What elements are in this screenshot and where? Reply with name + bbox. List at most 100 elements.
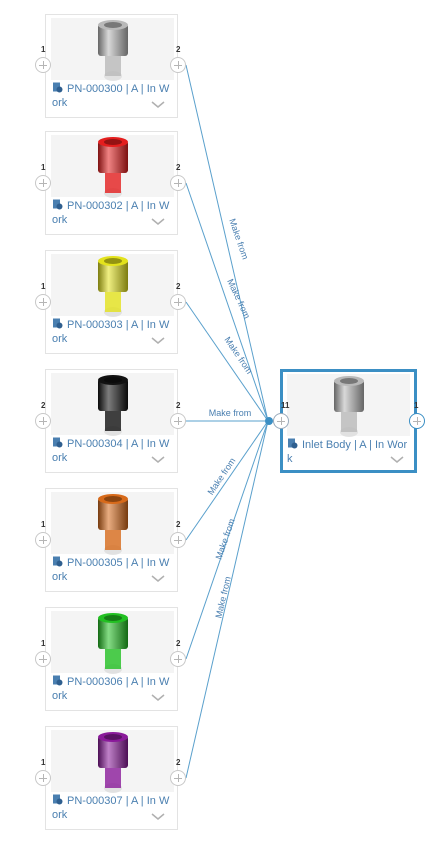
link-label: Make from (222, 335, 254, 376)
part-label-text: PN-000304 | A | In Work (52, 438, 170, 464)
input-port[interactable] (35, 413, 51, 429)
part-label-text: PN-000306 | A | In Work (52, 676, 170, 702)
input-count: 1 (41, 282, 46, 291)
part-label[interactable]: PN-000305 | A | In Work (52, 556, 172, 584)
output-port[interactable] (170, 532, 186, 548)
link-junction (265, 417, 273, 425)
part-label[interactable]: PN-000306 | A | In Work (52, 675, 172, 703)
fitting-shape (98, 494, 128, 555)
part-icon (52, 556, 63, 567)
output-count: 2 (176, 45, 181, 54)
link-label: Make from (214, 517, 237, 560)
target-input-count: 11 (281, 401, 290, 410)
part-label-text: PN-000302 | A | In Work (52, 200, 170, 226)
part-label[interactable]: PN-000300 | A | In Work (52, 82, 172, 110)
part-icon (52, 437, 63, 448)
input-port[interactable] (35, 532, 51, 548)
fitting-shape (98, 613, 128, 674)
output-port[interactable] (170, 57, 186, 73)
chevron-down-icon[interactable] (151, 218, 165, 226)
part-icon (52, 318, 63, 329)
make-from-link[interactable] (185, 420, 269, 660)
part-icon (52, 82, 63, 93)
part-label-text: Inlet Body | A | In Work (287, 439, 408, 465)
chevron-down-icon[interactable] (151, 456, 165, 464)
input-count: 1 (41, 45, 46, 54)
output-port[interactable] (170, 651, 186, 667)
part-node-pn-000302[interactable]: PN-000302 | A | In Work (45, 131, 178, 235)
part-node-pn-000304[interactable]: PN-000304 | A | In Work (45, 369, 178, 473)
output-port[interactable] (170, 294, 186, 310)
input-count: 1 (41, 758, 46, 767)
part-thumbnail (51, 373, 174, 436)
chevron-down-icon[interactable] (151, 813, 165, 821)
input-port[interactable] (35, 294, 51, 310)
part-label[interactable]: PN-000304 | A | In Work (52, 437, 172, 465)
part-icon (52, 794, 63, 805)
input-port[interactable] (35, 770, 51, 786)
chevron-down-icon[interactable] (151, 337, 165, 345)
target-output-port[interactable] (409, 413, 425, 429)
part-label[interactable]: PN-000307 | A | In Work (52, 794, 172, 822)
part-label-text: PN-000307 | A | In Work (52, 795, 170, 821)
input-port[interactable] (35, 175, 51, 191)
part-label[interactable]: Inlet Body | A | In Work (287, 438, 411, 466)
part-icon (52, 675, 63, 686)
part-thumbnail (51, 611, 174, 674)
chevron-down-icon[interactable] (151, 575, 165, 583)
output-count: 2 (176, 758, 181, 767)
make-from-link[interactable] (185, 420, 269, 779)
make-from-link[interactable] (185, 420, 269, 541)
chevron-down-icon[interactable] (151, 694, 165, 702)
part-thumbnail (51, 18, 174, 81)
fitting-shape (98, 375, 128, 436)
output-count: 2 (176, 639, 181, 648)
link-label: Make from (225, 277, 252, 320)
input-count: 1 (41, 520, 46, 529)
part-icon (287, 438, 298, 449)
link-label: Make from (227, 217, 250, 260)
part-thumbnail (51, 135, 174, 198)
part-label[interactable]: PN-000302 | A | In Work (52, 199, 172, 227)
input-count: 1 (41, 639, 46, 648)
output-count: 2 (176, 520, 181, 529)
part-node-pn-000305[interactable]: PN-000305 | A | In Work (45, 488, 178, 592)
output-port[interactable] (170, 770, 186, 786)
make-from-link[interactable] (185, 182, 269, 422)
link-label: Make from (213, 575, 232, 619)
link-label: Make from (205, 456, 237, 497)
input-port[interactable] (35, 651, 51, 667)
input-port[interactable] (35, 57, 51, 73)
input-count: 1 (41, 163, 46, 172)
chevron-down-icon[interactable] (151, 101, 165, 109)
part-node-pn-000300[interactable]: PN-000300 | A | In Work (45, 14, 178, 118)
output-count: 2 (176, 282, 181, 291)
part-thumbnail (287, 374, 410, 437)
target-input-port[interactable] (273, 413, 289, 429)
part-node-pn-000303[interactable]: PN-000303 | A | In Work (45, 250, 178, 354)
part-label[interactable]: PN-000303 | A | In Work (52, 318, 172, 346)
part-node-inlet-body[interactable]: Inlet Body | A | In Work (280, 369, 417, 473)
part-node-pn-000306[interactable]: PN-000306 | A | In Work (45, 607, 178, 711)
output-port[interactable] (170, 413, 186, 429)
output-port[interactable] (170, 175, 186, 191)
part-node-pn-000307[interactable]: PN-000307 | A | In Work (45, 726, 178, 830)
fitting-shape (98, 256, 128, 317)
part-label-text: PN-000300 | A | In Work (52, 83, 170, 109)
part-label-text: PN-000305 | A | In Work (52, 557, 170, 583)
part-icon (52, 199, 63, 210)
part-thumbnail (51, 492, 174, 555)
fitting-shape (334, 376, 364, 437)
part-thumbnail (51, 254, 174, 317)
chevron-down-icon[interactable] (390, 456, 404, 464)
output-count: 2 (176, 401, 181, 410)
make-from-link[interactable] (185, 301, 269, 422)
output-count: 2 (176, 163, 181, 172)
part-label-text: PN-000303 | A | In Work (52, 319, 170, 345)
target-output-count: 1 (414, 401, 419, 410)
link-label: Make from (209, 408, 252, 418)
make-from-link[interactable] (185, 64, 269, 422)
input-count: 2 (41, 401, 46, 410)
fitting-shape (98, 732, 128, 793)
